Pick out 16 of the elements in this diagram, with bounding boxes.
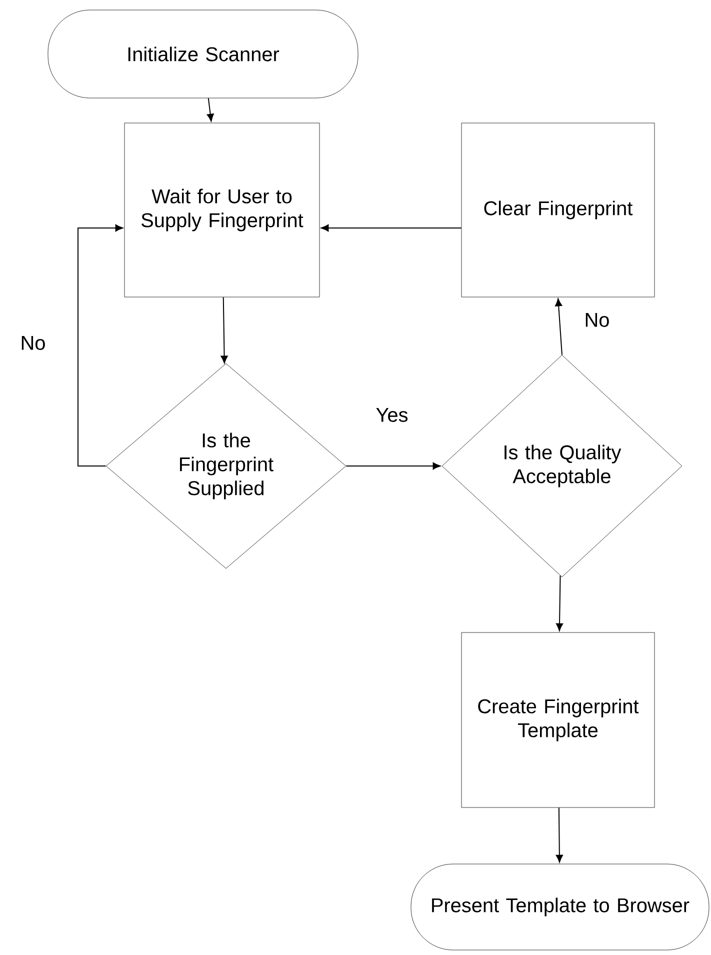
arrow <box>346 462 441 470</box>
arrow <box>220 296 228 364</box>
arrow <box>556 807 563 863</box>
arrow <box>555 298 562 356</box>
process-box: Create Fingerprint Template <box>461 632 655 808</box>
arrow <box>320 224 462 232</box>
edge-label: No <box>582 311 612 329</box>
arrow <box>206 98 214 122</box>
terminal-box: Present Template to Browser <box>410 864 710 950</box>
terminal-box: Initialize Scanner <box>48 10 358 98</box>
edge-label: Yes <box>374 406 410 424</box>
arrow <box>78 224 124 466</box>
process-box: Wait for User to Supply Fingerprint <box>124 122 320 298</box>
process-box: Clear Fingerprint <box>461 122 655 298</box>
edge-label: No <box>18 334 48 352</box>
arrow <box>556 575 564 632</box>
